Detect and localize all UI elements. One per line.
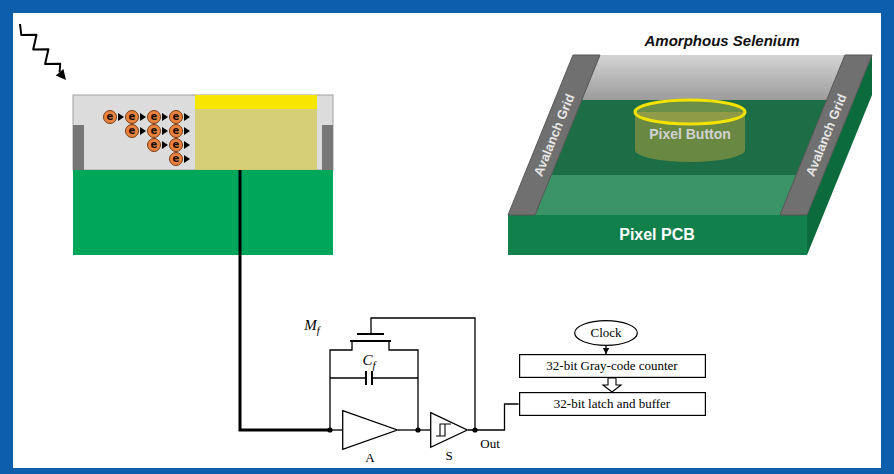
drift-arrow	[162, 141, 168, 149]
clock-oval: Clock	[574, 320, 638, 346]
electron-charge: e	[107, 111, 114, 122]
drift-arrow	[140, 127, 146, 135]
radiation-arrow	[20, 24, 66, 80]
electron-charge: e	[173, 111, 180, 122]
pcb-floor	[535, 175, 796, 215]
selenium-volume	[582, 55, 845, 100]
drift-arrow	[184, 155, 190, 163]
electron-charge: e	[173, 125, 180, 136]
avalanche-grid-wall	[508, 55, 600, 215]
electron	[148, 111, 161, 124]
drift-arrow	[184, 141, 190, 149]
avalanche-grid-wall	[780, 55, 872, 215]
drift-arrow	[162, 113, 168, 121]
grid-electrode	[322, 125, 333, 170]
process-box: 32-bit latch and buffer	[519, 392, 706, 416]
electron-charge: e	[151, 111, 158, 122]
electron-charge: e	[173, 139, 180, 150]
transistor-lead	[389, 341, 418, 430]
electron	[170, 125, 183, 138]
grid-electrode	[73, 125, 84, 170]
node-outline	[342, 410, 398, 450]
node-outline	[430, 412, 468, 448]
electron-cloud	[104, 111, 183, 166]
connector	[468, 404, 519, 430]
pixel-button-body	[195, 109, 317, 170]
pcb-front-face	[508, 215, 807, 255]
connector	[603, 346, 609, 354]
electron	[170, 111, 183, 124]
electron-charge: e	[129, 125, 136, 136]
schmitt-trigger-symbol: S	[430, 412, 468, 448]
signal-wire	[240, 170, 330, 430]
detector-cross-section	[73, 95, 333, 255]
electron-charge: e	[173, 153, 180, 164]
symbol-label: A	[365, 451, 374, 466]
symbol-label: S	[445, 449, 452, 464]
junction-dot	[327, 427, 332, 432]
pixel-pcb	[73, 170, 333, 255]
capacitor-plate	[371, 371, 373, 385]
electron-charge: e	[129, 111, 136, 122]
electron	[126, 111, 139, 124]
drift-arrow	[184, 113, 190, 121]
pixel-button-top	[635, 100, 745, 124]
connector	[603, 378, 621, 392]
heading-label: Amorphous Selenium	[644, 32, 799, 49]
electron	[148, 125, 161, 138]
electron-charge: e	[151, 139, 158, 150]
selenium-layer	[73, 95, 333, 170]
node-text: Clock	[590, 326, 621, 341]
arrow-head	[56, 69, 66, 80]
capacitor-lead	[330, 377, 366, 378]
electron	[170, 139, 183, 152]
pixel-button-top	[195, 95, 317, 109]
electron-charge: e	[151, 125, 158, 136]
node-text: 32-bit latch and buffer	[554, 397, 670, 412]
electron	[148, 139, 161, 152]
capacitor-lead	[372, 377, 418, 378]
feedback-network	[330, 318, 475, 430]
electron	[104, 111, 117, 124]
component-label: Mf	[304, 317, 320, 336]
gate-feedback-wire	[371, 318, 475, 430]
button-label: Pixel Button	[649, 126, 731, 142]
process-box: 32-bit Gray-code counter	[519, 354, 706, 378]
drift-arrow	[118, 113, 124, 121]
pixel-3d-sketch	[508, 55, 872, 255]
component-label: Cf	[362, 352, 375, 371]
connector	[398, 430, 430, 431]
capacitor-plate	[365, 371, 367, 385]
drift-arrow	[162, 127, 168, 135]
transistor-channel	[350, 340, 391, 342]
drift-arrow	[184, 127, 190, 135]
electron	[170, 153, 183, 166]
signal-name: Out	[480, 436, 500, 452]
pcb-label: Pixel PCB	[619, 226, 695, 244]
electron	[126, 125, 139, 138]
amplifier-symbol: A	[342, 410, 398, 450]
drift-arrow	[140, 113, 146, 121]
node-text: 32-bit Gray-code counter	[546, 359, 677, 374]
wave-line	[20, 24, 60, 72]
